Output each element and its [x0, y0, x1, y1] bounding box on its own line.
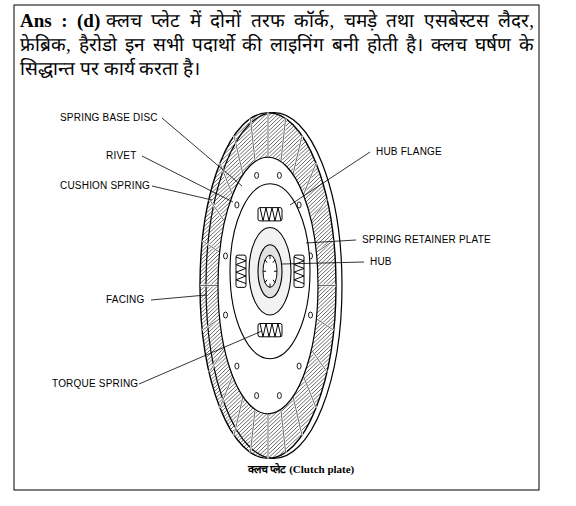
torque-spring [236, 255, 246, 287]
leader-line [290, 152, 370, 205]
torque-spring [258, 324, 282, 337]
facing-ring [200, 113, 336, 459]
spring-coil [294, 257, 304, 284]
part-label: SPRING BASE DISC [60, 112, 158, 124]
facing-segment-lines [200, 113, 336, 459]
figure-caption: क्लच प्लेट (Clutch plate) [248, 462, 355, 476]
leader-line [139, 331, 262, 384]
part-label: CUSHION SPRING [60, 180, 150, 192]
leader-line [142, 156, 233, 202]
rivet [255, 172, 259, 178]
part-label: TORQUE SPRING [52, 378, 138, 390]
rivet [224, 253, 228, 259]
part-label: SPRING RETAINER PLATE [362, 234, 491, 246]
torque-spring [258, 208, 282, 221]
spring-coil [236, 257, 246, 284]
rivet [277, 393, 281, 399]
part-label: HUB [370, 256, 392, 268]
leader-line [152, 186, 212, 200]
rivet [277, 172, 281, 178]
spring-retainer-plate [230, 184, 310, 359]
hub [258, 245, 282, 298]
hub-bore [263, 255, 277, 287]
frame-border [14, 5, 539, 490]
spring-coil [260, 324, 281, 337]
hub-splines [263, 255, 277, 287]
rivets [224, 172, 313, 398]
leader-line [282, 262, 364, 264]
rivet [235, 202, 239, 208]
facing-segment-gaps [200, 113, 336, 459]
leader-line [306, 240, 356, 243]
rivet [235, 363, 239, 369]
answer-key: Ans : (d) [20, 10, 100, 31]
rivet [255, 393, 259, 399]
part-label: HUB FLANGE [376, 146, 442, 158]
part-label: RIVET [106, 150, 136, 162]
leader-lines [139, 118, 370, 384]
rivet [297, 363, 301, 369]
torque-springs [236, 208, 304, 337]
torque-spring [294, 255, 304, 287]
part-label: FACING [106, 294, 144, 306]
spring-base-disc [218, 157, 318, 414]
answer-paragraph: Ans : (d)क्लच प्लेट में दोनों तरफ कॉर्क,… [20, 9, 534, 80]
rivet [224, 312, 228, 318]
leader-line [151, 295, 206, 300]
rivet [309, 312, 313, 318]
spring-coil [260, 208, 281, 221]
leader-line [162, 118, 242, 186]
hub-flange [249, 228, 291, 315]
clutch-plate-drawing [200, 113, 342, 459]
